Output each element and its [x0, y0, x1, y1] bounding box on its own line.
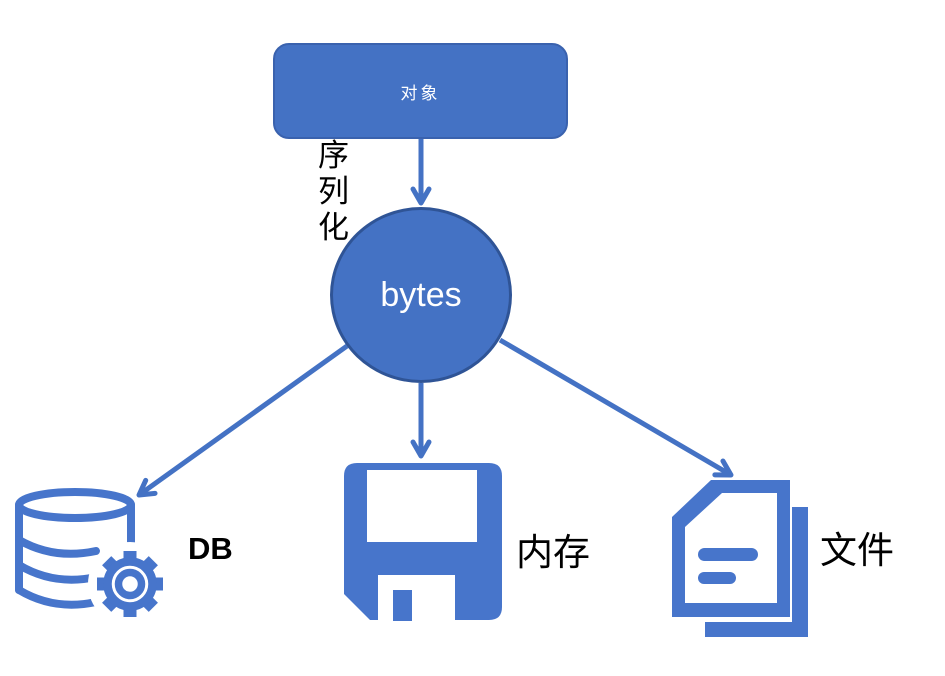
- floppy-shutter-slot: [393, 590, 412, 621]
- floppy-disk-icon: [344, 463, 502, 621]
- file-label: 文件: [820, 531, 894, 572]
- text-line-1: [698, 548, 758, 561]
- back-page: [705, 507, 808, 637]
- bytes-node-label: bytes: [380, 275, 462, 314]
- object-node-label: 对象: [400, 83, 441, 103]
- floppy-shutter: [378, 575, 455, 621]
- memory-label: 内存: [516, 533, 590, 574]
- db-label: DB: [188, 531, 233, 566]
- floppy-label-area: [367, 470, 477, 542]
- document-stack-icon: [672, 480, 808, 637]
- arrow-bytes-to-file: [498, 337, 734, 478]
- text-line-2: [698, 572, 736, 584]
- serialize-label: 序列化: [318, 138, 349, 245]
- arrow-bytes-to-db: [136, 343, 349, 498]
- object-node: 对象: [273, 43, 568, 139]
- bytes-node: bytes: [330, 207, 512, 383]
- gear-icon: [97, 551, 163, 617]
- database-gear-icon: [15, 488, 172, 626]
